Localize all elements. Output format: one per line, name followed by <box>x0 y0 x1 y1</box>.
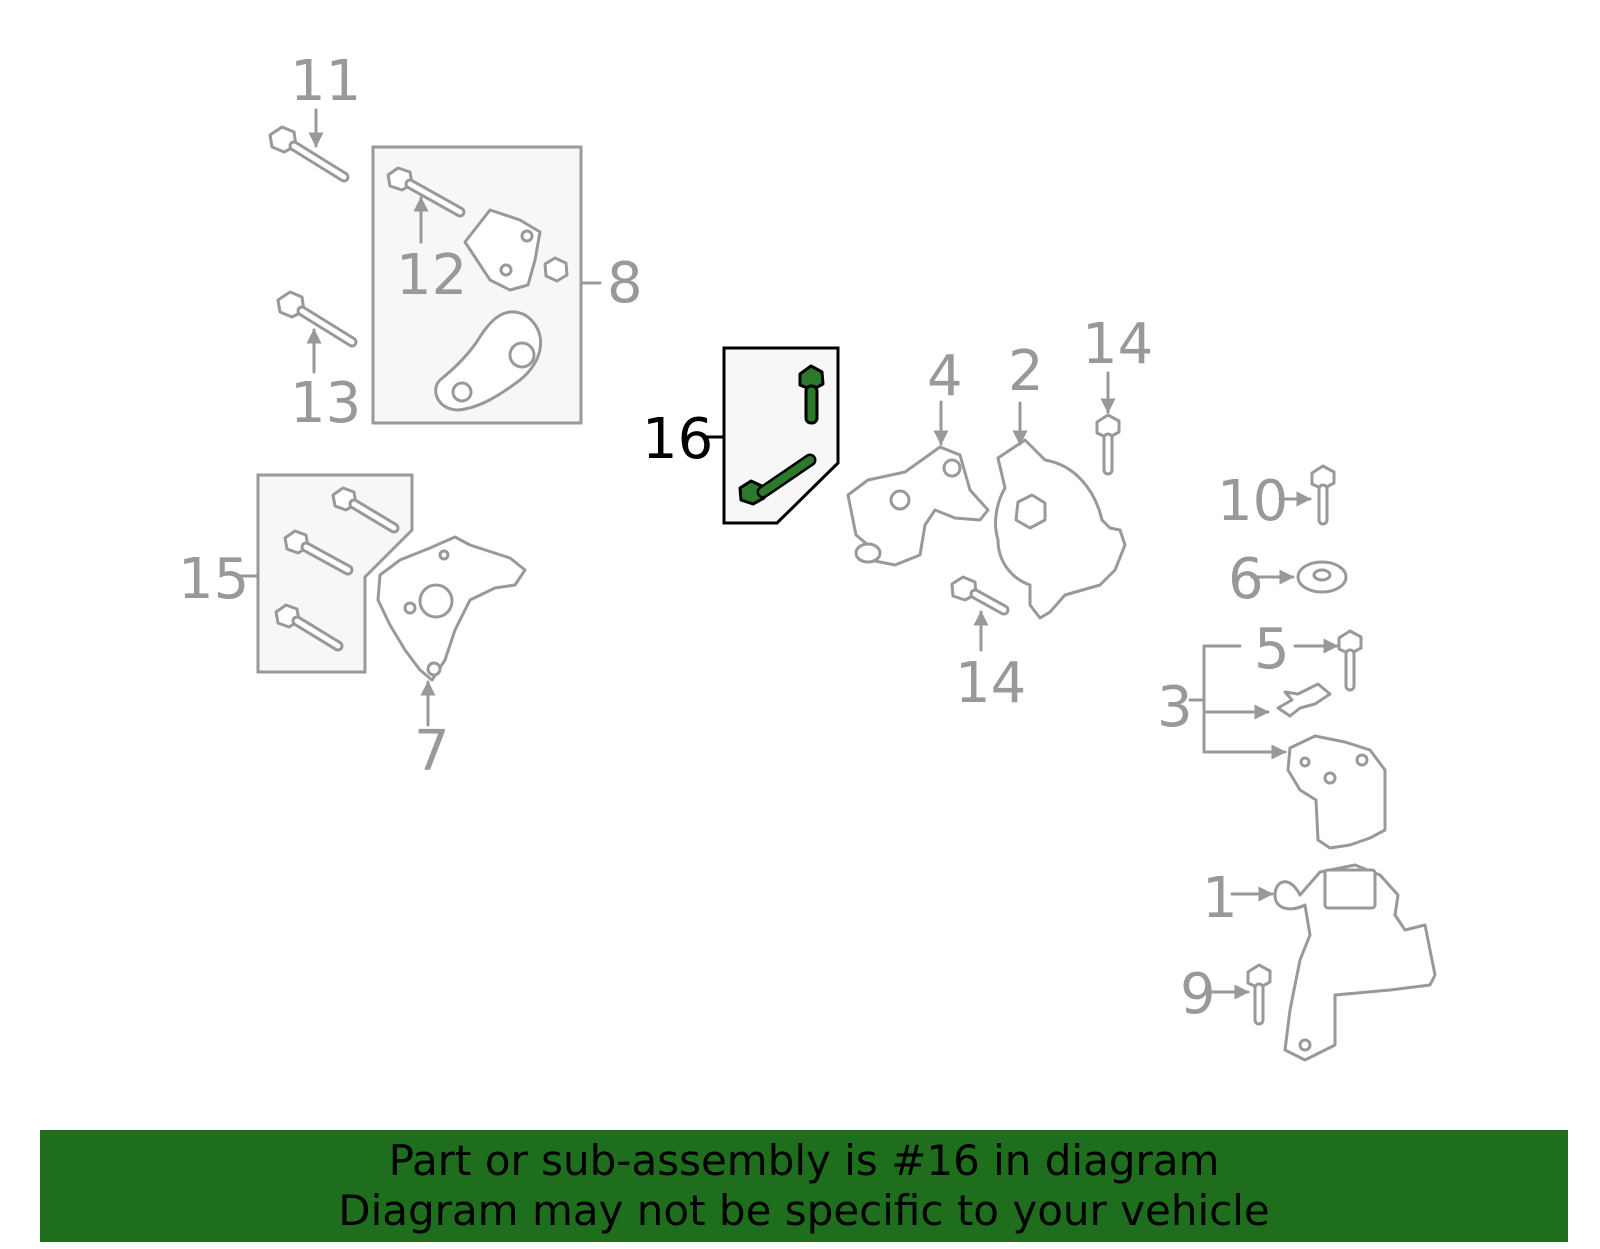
mount-2[interactable] <box>994 438 1127 620</box>
callout-3: 3 <box>1157 675 1193 740</box>
callout-9: 9 <box>1180 962 1216 1027</box>
washer-6 <box>1296 560 1348 594</box>
banner-line-2: Diagram may not be specific to your vehi… <box>338 1186 1270 1235</box>
bolt-16-long <box>738 453 817 506</box>
bolt-15b <box>283 529 354 576</box>
callout-10: 10 <box>1217 469 1288 534</box>
callout-13: 13 <box>290 371 361 436</box>
info-banner: Part or sub-assembly is #16 in diagram D… <box>40 1130 1568 1242</box>
callout-15: 15 <box>178 547 249 612</box>
clip-3 <box>1276 682 1332 718</box>
bolt-15c <box>274 603 344 652</box>
nut-8 <box>543 256 569 283</box>
callout-11: 11 <box>290 49 361 114</box>
callout-1: 1 <box>1202 866 1238 931</box>
bolt-9 <box>1246 963 1272 1026</box>
callout-16: 16 <box>642 407 713 472</box>
bolt-13 <box>276 290 358 348</box>
part-8-assembly[interactable] <box>371 145 583 425</box>
callout-14-lower: 14 <box>955 651 1026 716</box>
callout-5: 5 <box>1254 617 1290 682</box>
callout-2: 2 <box>1008 339 1044 404</box>
bolt-14-upper <box>1095 413 1121 476</box>
bolt-11 <box>268 125 350 183</box>
callout-14-upper: 14 <box>1082 312 1153 377</box>
part-15-bolt-kit[interactable] <box>256 473 414 674</box>
callout-12: 12 <box>396 243 467 308</box>
banner-line-1: Part or sub-assembly is #16 in diagram <box>388 1136 1220 1185</box>
bolt-16-short <box>798 364 825 425</box>
callout-6: 6 <box>1228 547 1264 612</box>
callout-4: 4 <box>927 344 963 409</box>
part-16-bolt-set[interactable] <box>722 346 840 525</box>
bracket-3 <box>1286 734 1387 850</box>
bolt-10 <box>1310 464 1336 526</box>
bolt-14-lower <box>950 575 1010 616</box>
callout-7: 7 <box>414 719 450 784</box>
mount-1[interactable] <box>1273 863 1437 1062</box>
bolt-5 <box>1337 629 1363 692</box>
bolt-12 <box>386 166 466 218</box>
callout-8: 8 <box>607 251 643 316</box>
bolt-15a <box>331 486 400 534</box>
mount-bracket-8 <box>463 208 542 292</box>
